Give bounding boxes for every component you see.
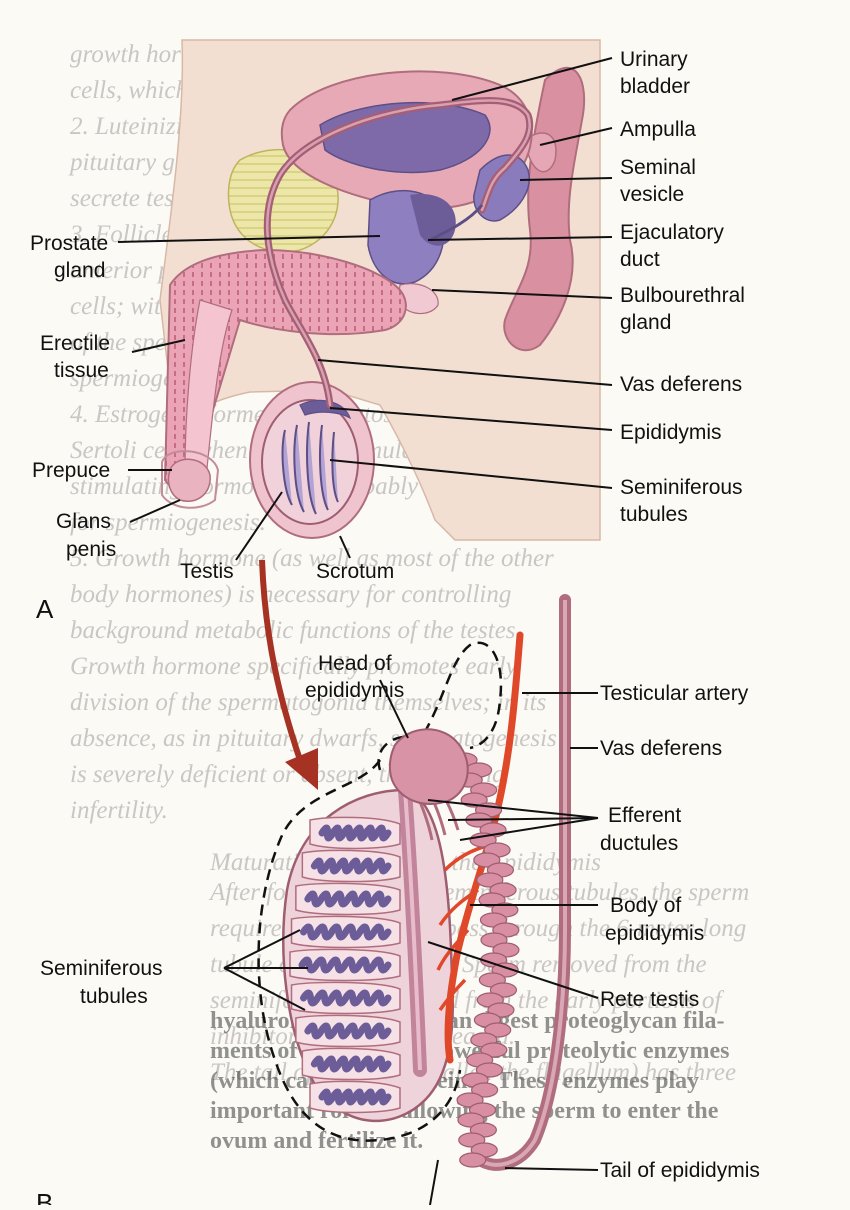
seminiferous-tubule	[304, 890, 392, 908]
glans-penis	[167, 458, 211, 502]
epididymis-segment	[484, 1022, 512, 1038]
seminiferous-tubule	[318, 824, 392, 842]
rete-testis-highlight	[403, 789, 422, 1071]
label-testicular-artery: Testicular artery	[600, 682, 749, 705]
label-scrotum: Scrotum	[316, 560, 394, 583]
seminiferous-tubules-b	[289, 816, 401, 1114]
label-rete-testis: Rete testis	[600, 988, 699, 1011]
epididymis-segment	[459, 1152, 487, 1168]
epididymis-segment	[480, 1042, 508, 1058]
label-ampulla: Ampulla	[620, 118, 696, 141]
head-of-epididymis	[388, 728, 469, 805]
ghost-line: body hormones) is necessary for controll…	[70, 581, 511, 608]
ghost-line: absence, as in pituitary dwarfs, spermat…	[70, 725, 557, 752]
seminiferous-tubule	[310, 857, 392, 875]
panel-b-illustration	[257, 594, 571, 1171]
epididymis-a	[299, 399, 352, 420]
seminiferous-tubule	[300, 989, 392, 1007]
panel-a-illustration	[159, 39, 601, 541]
ghost-line: for spermiogenesis.	[70, 509, 266, 536]
ghost-line: background metabolic functions of the te…	[70, 617, 522, 644]
label-vas-deferens-b: Vas deferens	[600, 737, 722, 760]
ghost-line: Growth hormone specifically promotes ear…	[70, 653, 518, 680]
label-testis: Testis	[180, 560, 234, 583]
seminiferous-tubule	[310, 1055, 392, 1073]
panel-label-a: A	[36, 594, 54, 624]
head-dashed-outline	[377, 641, 503, 771]
artery-branches	[436, 843, 491, 1012]
label-vas-deferens-a: Vas deferens	[620, 373, 742, 396]
tunica-dashed-outline	[257, 759, 462, 1142]
seminal-vesicle	[473, 154, 530, 222]
ghost-line: 5. Growth hormone (as well as most of th…	[70, 545, 554, 572]
seminiferous-tubules-a	[281, 421, 339, 515]
ghost-bold-line: ovum and fertilize it.	[210, 1128, 423, 1154]
vas-deferens-a-highlight	[266, 99, 531, 407]
label-tail-of-epididymis: Tail of epididymis	[600, 1159, 760, 1182]
seminiferous-tubule	[300, 923, 392, 941]
seminiferous-tubule	[298, 956, 392, 974]
label-prepuce: Prepuce	[32, 459, 110, 482]
ejaculatory-duct-a	[429, 204, 484, 242]
ghost-bold-line: hyaluronidase (which can digest proteogl…	[210, 1008, 724, 1034]
epididymis-segment	[475, 1062, 504, 1078]
leader-lines	[117, 57, 613, 1206]
panel-label-b: B	[36, 1188, 53, 1205]
seminiferous-tubule	[318, 1088, 392, 1106]
seminiferous-tubule	[304, 1022, 392, 1040]
ghost-line: division of the spermatogonia themselves…	[70, 689, 546, 716]
vas-deferens-b-highlight	[478, 600, 567, 1167]
transition-arrow	[259, 559, 318, 790]
epididymis-segment	[470, 1082, 499, 1098]
label-epididymis: Epididymis	[620, 421, 722, 444]
ghost-line: infertility.	[70, 797, 168, 824]
